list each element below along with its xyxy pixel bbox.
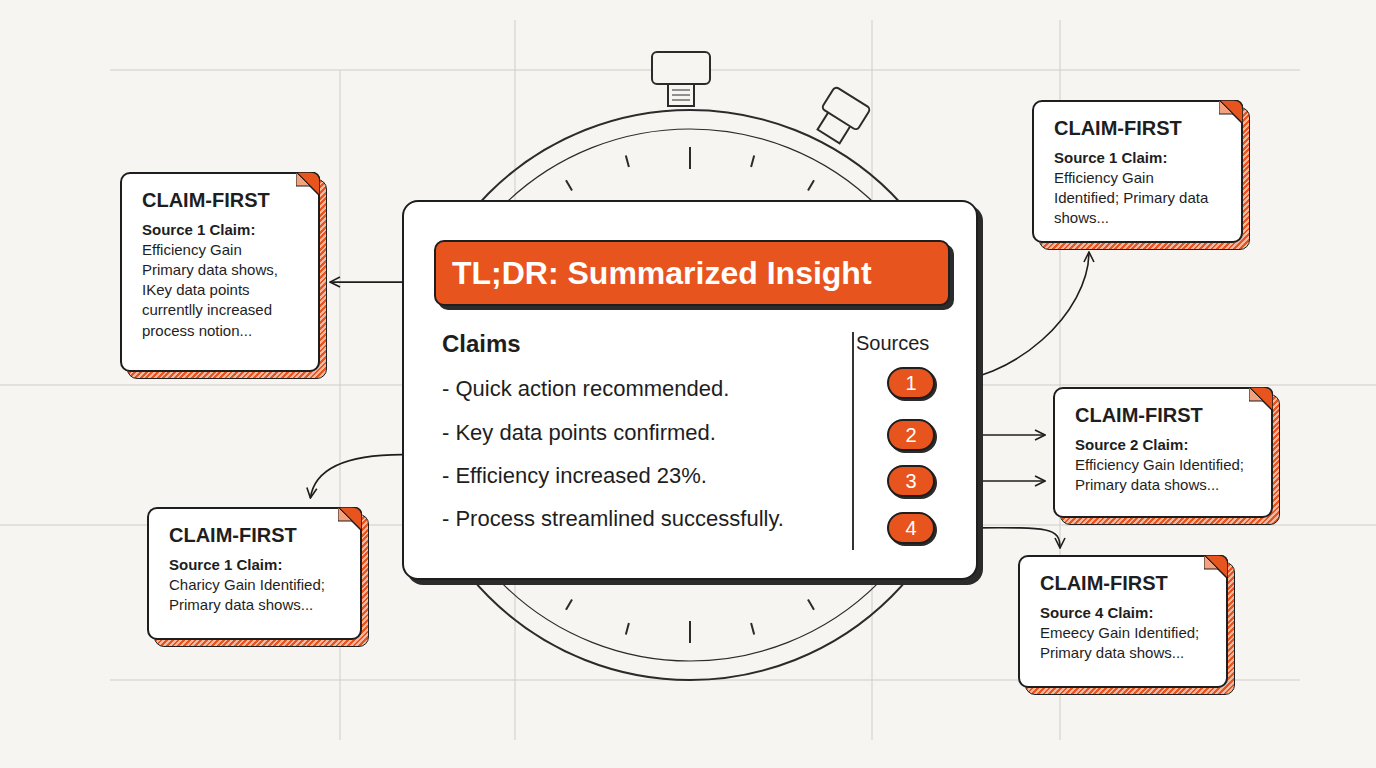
source-badge: 2 xyxy=(887,419,935,451)
column-heading: Sources xyxy=(856,332,929,355)
source-badge: 4 xyxy=(887,512,935,544)
card-content: CLAIM-FIRST Source 2 Claim:Efficiency Gai… xyxy=(1055,389,1271,507)
card-face: CLAIM-FIRST Source 1 Claim:Efficiency Gai… xyxy=(1032,100,1243,243)
summary-panel: Claims - Quick action recommended. - Key d… xyxy=(402,200,978,580)
tick-mark xyxy=(808,180,814,190)
card-content: CLAIM-FIRST Source 1 Claim:Efficiency Gai… xyxy=(122,174,318,353)
card-content: CLAIM-FIRST Source 4 Claim:Emeecy Gain Id… xyxy=(1020,557,1226,675)
connector-arrow xyxy=(330,281,402,283)
tick-mark xyxy=(689,621,691,643)
source-label: Source 1 Claim: xyxy=(169,555,334,575)
tick-mark xyxy=(626,155,629,167)
folded-corner xyxy=(338,507,362,531)
section-heading: Claims xyxy=(442,330,521,358)
folded-corner xyxy=(1219,100,1243,124)
claim-card: CLAIM-FIRST Source 1 Claim:Efficiency Gai… xyxy=(1032,100,1243,243)
source-label: Source 1 Claim: xyxy=(1054,148,1215,168)
card-body: Efficiency Gain Primary data shows, IKey… xyxy=(142,240,292,341)
card-title: CLAIM-FIRST xyxy=(1040,571,1200,595)
claim-card: CLAIM-FIRST Source 1 Claim:Efficiency Gai… xyxy=(120,172,320,372)
card-content: CLAIM-FIRST Source 1 Claim:Efficiency Gai… xyxy=(1034,102,1241,240)
source-label: Source 2 Claim: xyxy=(1075,435,1245,455)
card-body: Efficiency Gain Identified; Primary data… xyxy=(1075,455,1245,496)
card-face: CLAIM-FIRST Source 2 Claim:Efficiency Gai… xyxy=(1053,387,1273,518)
tick-mark xyxy=(566,180,572,190)
claim-card: CLAIM-FIRST Source 2 Claim:Efficiency Gai… xyxy=(1053,387,1273,518)
card-title: CLAIM-FIRST xyxy=(169,523,334,547)
connector-arrow xyxy=(310,455,402,498)
card-title: CLAIM-FIRST xyxy=(142,188,292,212)
tick-mark xyxy=(751,623,754,635)
card-title: CLAIM-FIRST xyxy=(1054,116,1215,140)
callout-number: 4 xyxy=(905,517,916,540)
title-bar: TL;DR: Summarized Insight xyxy=(434,240,950,306)
source-label: Source 4 Claim: xyxy=(1040,603,1200,623)
claim-card: CLAIM-FIRST Source 4 Claim:Emeecy Gain Id… xyxy=(1018,555,1228,688)
card-face: CLAIM-FIRST Source 4 Claim:Emeecy Gain Id… xyxy=(1018,555,1228,688)
claim-item: - Efficiency increased 23%. xyxy=(442,463,707,489)
column-divider xyxy=(852,332,854,550)
title-text: TL;DR: Summarized Insight xyxy=(452,255,872,292)
claim-item: - Process streamlined successfully. xyxy=(442,506,784,532)
callout-number: 1 xyxy=(905,372,916,395)
source-badge: 3 xyxy=(887,465,935,497)
claim-item: - Quick action recommended. xyxy=(442,376,729,402)
grid-lines xyxy=(0,20,1376,740)
folded-corner xyxy=(296,172,320,196)
folded-corner xyxy=(1249,387,1273,411)
callout-number: 2 xyxy=(905,424,916,447)
folded-corner xyxy=(1204,555,1228,579)
claim-item: - Key data points confirmed. xyxy=(442,420,716,446)
claim-card: CLAIM-FIRST Source 1 Claim:Charicy Gain I… xyxy=(147,507,362,640)
tick-mark xyxy=(626,623,629,635)
card-face: CLAIM-FIRST Source 1 Claim:Charicy Gain I… xyxy=(147,507,362,640)
card-title: CLAIM-FIRST xyxy=(1075,403,1245,427)
card-face: CLAIM-FIRST Source 1 Claim:Efficiency Gai… xyxy=(120,172,320,372)
source-badge: 1 xyxy=(887,367,935,399)
tick-mark xyxy=(751,155,754,167)
tick-mark xyxy=(689,147,691,169)
card-body: Emeecy Gain Identified; Primary data sho… xyxy=(1040,623,1200,664)
tick-mark xyxy=(808,599,814,609)
card-content: CLAIM-FIRST Source 1 Claim:Charicy Gain I… xyxy=(149,509,360,627)
source-label: Source 1 Claim: xyxy=(142,220,292,240)
callout-number: 3 xyxy=(905,470,916,493)
tick-mark xyxy=(566,599,572,609)
card-body: Efficiency Gain Identified; Primary data… xyxy=(1054,168,1215,229)
card-body: Charicy Gain Identified; Primary data sh… xyxy=(169,575,334,616)
